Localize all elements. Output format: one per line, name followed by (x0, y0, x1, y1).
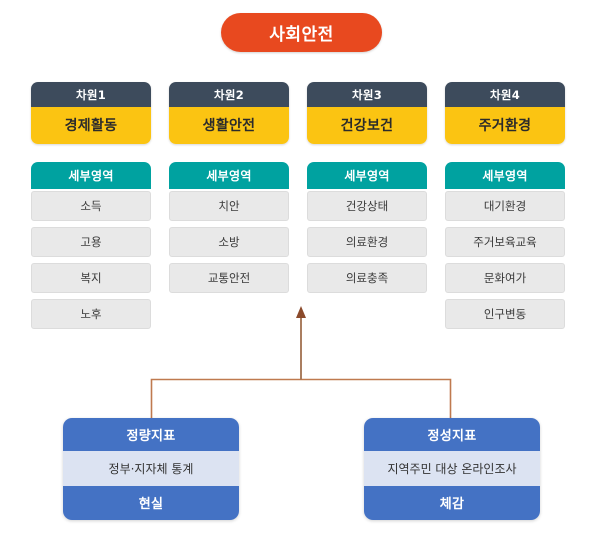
dimension-index-4: 차원4 (445, 82, 565, 107)
subarea-header-1: 세부영역 (31, 162, 151, 189)
indicator-title: 정성지표 (364, 418, 540, 451)
subarea-list-4: 대기환경 주거보육교육 문화여가 인구변동 (445, 191, 565, 329)
subarea-item: 문화여가 (445, 263, 565, 293)
subarea-list-2: 치안 소방 교통안전 (169, 191, 289, 293)
subarea-item: 주거보육교육 (445, 227, 565, 257)
dimension-index-1: 차원1 (31, 82, 151, 107)
subarea-list-1: 소득 고용 복지 노후 (31, 191, 151, 329)
subarea-item: 복지 (31, 263, 151, 293)
subarea-item: 의료충족 (307, 263, 427, 293)
indicator-source: 지역주민 대상 온라인조사 (364, 451, 540, 486)
dimension-name-4: 주거환경 (445, 107, 565, 144)
dimension-name-2: 생활안전 (169, 107, 289, 144)
subarea-header-3: 세부영역 (307, 162, 427, 189)
subarea-item: 노후 (31, 299, 151, 329)
indicator-title: 정량지표 (63, 418, 239, 451)
subarea-item: 대기환경 (445, 191, 565, 221)
indicator-card-qualitative: 정성지표 지역주민 대상 온라인조사 체감 (364, 418, 540, 520)
dimension-card-2: 차원2 생활안전 (169, 82, 289, 144)
indicator-footer: 현실 (63, 486, 239, 520)
indicator-card-quantitative: 정량지표 정부·지자체 통계 현실 (63, 418, 239, 520)
subarea-item: 건강상태 (307, 191, 427, 221)
connector-bracket-path (150, 378, 452, 419)
dimension-name-1: 경제활동 (31, 107, 151, 144)
dimension-index-2: 차원2 (169, 82, 289, 107)
indicator-footer: 체감 (364, 486, 540, 520)
dimension-column-2: 차원2 생활안전 세부영역 치안 소방 교통안전 (169, 82, 289, 329)
subarea-item: 소득 (31, 191, 151, 221)
subarea-item: 인구변동 (445, 299, 565, 329)
subarea-item: 소방 (169, 227, 289, 257)
dimension-index-3: 차원3 (307, 82, 427, 107)
dimension-column-4: 차원4 주거환경 세부영역 대기환경 주거보육교육 문화여가 인구변동 (445, 82, 565, 329)
subarea-item: 고용 (31, 227, 151, 257)
root-title-pill: 사회안전 (221, 13, 382, 52)
dimension-column-1: 차원1 경제활동 세부영역 소득 고용 복지 노후 (31, 82, 151, 329)
subarea-list-3: 건강상태 의료환경 의료충족 (307, 191, 427, 293)
dimension-card-3: 차원3 건강보건 (307, 82, 427, 144)
indicator-row: 정량지표 정부·지자체 통계 현실 정성지표 지역주민 대상 온라인조사 체감 (0, 418, 602, 520)
subarea-item: 교통안전 (169, 263, 289, 293)
dimension-card-1: 차원1 경제활동 (31, 82, 151, 144)
subarea-header-2: 세부영역 (169, 162, 289, 189)
indicator-source: 정부·지자체 통계 (63, 451, 239, 486)
subarea-item: 치안 (169, 191, 289, 221)
dimension-columns: 차원1 경제활동 세부영역 소득 고용 복지 노후 차원2 생활안전 세부영역 … (31, 82, 571, 329)
subarea-header-4: 세부영역 (445, 162, 565, 189)
dimension-name-3: 건강보건 (307, 107, 427, 144)
dimension-column-3: 차원3 건강보건 세부영역 건강상태 의료환경 의료충족 (307, 82, 427, 329)
dimension-card-4: 차원4 주거환경 (445, 82, 565, 144)
subarea-item: 의료환경 (307, 227, 427, 257)
